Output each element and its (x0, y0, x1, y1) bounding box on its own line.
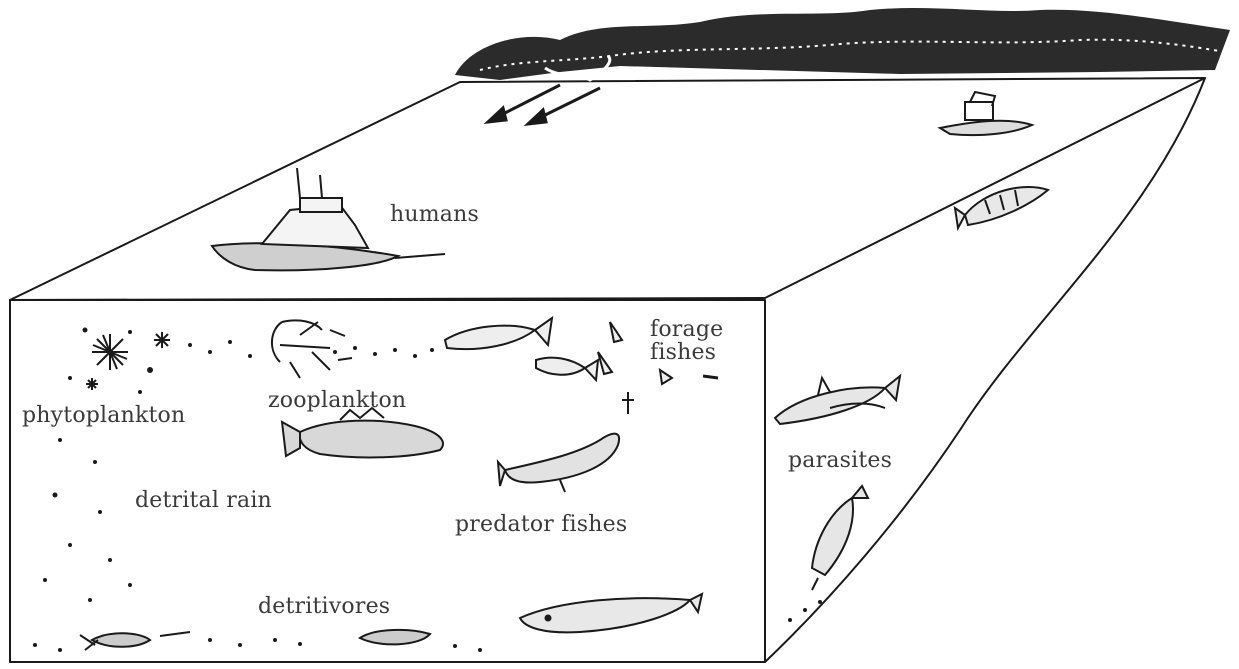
label-forage-fishes: forage fishes (650, 318, 723, 364)
label-humans: humans (390, 204, 479, 226)
label-forage-line1: forage (650, 318, 723, 341)
larva-icon (622, 392, 634, 414)
detritivore-icon (80, 630, 430, 650)
lake-side-profile (765, 78, 1205, 662)
inflow-arrows-icon (488, 85, 600, 124)
parasitized-fish-vertical-icon (812, 486, 868, 590)
label-phytoplankton: phytoplankton (22, 405, 185, 427)
label-forage-line2: fishes (650, 341, 723, 364)
label-parasites: parasites (788, 450, 892, 472)
detritus-dots (33, 438, 482, 652)
label-predator-fishes: predator fishes (455, 514, 627, 536)
zooplankton-icon (272, 320, 352, 378)
label-detrital-rain: detrital rain (135, 490, 272, 512)
predator-fish-curved-icon (498, 434, 619, 492)
surface-fish-icon (955, 187, 1048, 228)
plankton-dots (68, 328, 434, 395)
shoreline-land (455, 8, 1230, 80)
distant-boat-icon (940, 92, 1032, 135)
bottom-fish-icon (520, 594, 702, 632)
label-detritivores: detritivores (258, 596, 390, 618)
phytoplankton-icon (86, 332, 170, 390)
parasitized-fish-icon (775, 376, 900, 424)
predator-fish-icon (282, 408, 443, 457)
label-zooplankton: zooplankton (268, 390, 406, 412)
